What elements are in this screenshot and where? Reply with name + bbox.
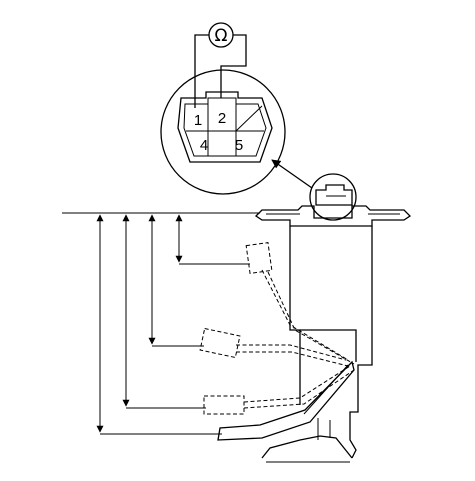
connector-housing	[177, 91, 273, 163]
float-arm-half-dashed-2	[236, 351, 349, 367]
body-left-wall	[289, 226, 301, 405]
ohm-symbol: Ω	[215, 26, 228, 46]
meter-lead-right	[220, 34, 247, 98]
float-arm-low-dashed-2	[243, 369, 355, 409]
float-arm-low-solid	[217, 360, 355, 441]
connector-inner-outline	[183, 97, 267, 157]
float-arm-low-dashed	[243, 365, 351, 403]
float-full-dashed	[245, 242, 273, 274]
terminal-4-label: 4	[200, 137, 208, 154]
float-arm-full-dashed-2	[267, 271, 355, 365]
dimension-lines	[62, 212, 260, 435]
float-positions	[199, 242, 355, 415]
float-half-dashed	[199, 327, 241, 359]
connector-detail: 1 2 4 5	[160, 69, 286, 195]
terminal-2-label: 2	[218, 110, 226, 127]
float-arm-full-dashed	[261, 269, 349, 361]
meter-lead-left	[194, 34, 209, 108]
flange-outline	[254, 205, 412, 227]
unit-flange	[254, 205, 412, 227]
sender-connector-body	[315, 184, 353, 206]
float-arm-low	[217, 360, 355, 441]
body-right-wall	[349, 226, 373, 459]
magnifier-circle	[160, 69, 286, 195]
terminal-1-label: 1	[194, 112, 202, 129]
unused-terminal-slash	[235, 105, 263, 132]
unit-base	[261, 435, 353, 459]
float-arm-housing	[300, 329, 357, 362]
connector-locator-circle	[309, 173, 357, 221]
callout-arrow	[271, 159, 313, 189]
ohmmeter: Ω	[194, 22, 247, 108]
float-low-dashed	[203, 395, 245, 415]
unit-body	[261, 226, 373, 463]
sender-connector	[309, 173, 357, 221]
float-arm-half-dashed	[236, 344, 347, 361]
terminal-5-label: 5	[235, 137, 243, 154]
